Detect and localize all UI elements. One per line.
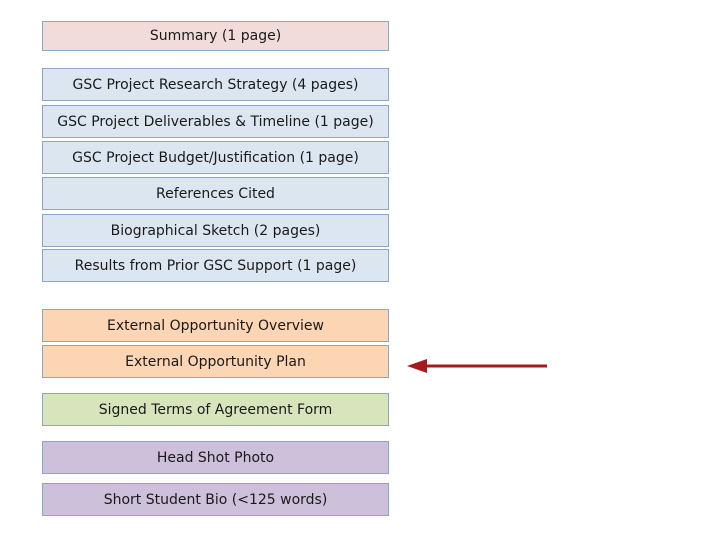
- block-biographical-sketch: Biographical Sketch (2 pages): [42, 214, 389, 247]
- block-external-overview: External Opportunity Overview: [42, 309, 389, 342]
- block-prior-support: Results from Prior GSC Support (1 page): [42, 249, 389, 282]
- block-summary: Summary (1 page): [42, 21, 389, 51]
- block-research-strategy: GSC Project Research Strategy (4 pages): [42, 68, 389, 101]
- block-references-cited: References Cited: [42, 177, 389, 210]
- block-student-bio: Short Student Bio (<125 words): [42, 483, 389, 516]
- block-terms-agreement: Signed Terms of Agreement Form: [42, 393, 389, 426]
- block-budget-justification: GSC Project Budget/Justification (1 page…: [42, 141, 389, 174]
- block-head-shot: Head Shot Photo: [42, 441, 389, 474]
- left-arrow-icon: [407, 359, 547, 373]
- block-external-plan: External Opportunity Plan: [42, 345, 389, 378]
- block-deliverables-timeline: GSC Project Deliverables & Timeline (1 p…: [42, 105, 389, 138]
